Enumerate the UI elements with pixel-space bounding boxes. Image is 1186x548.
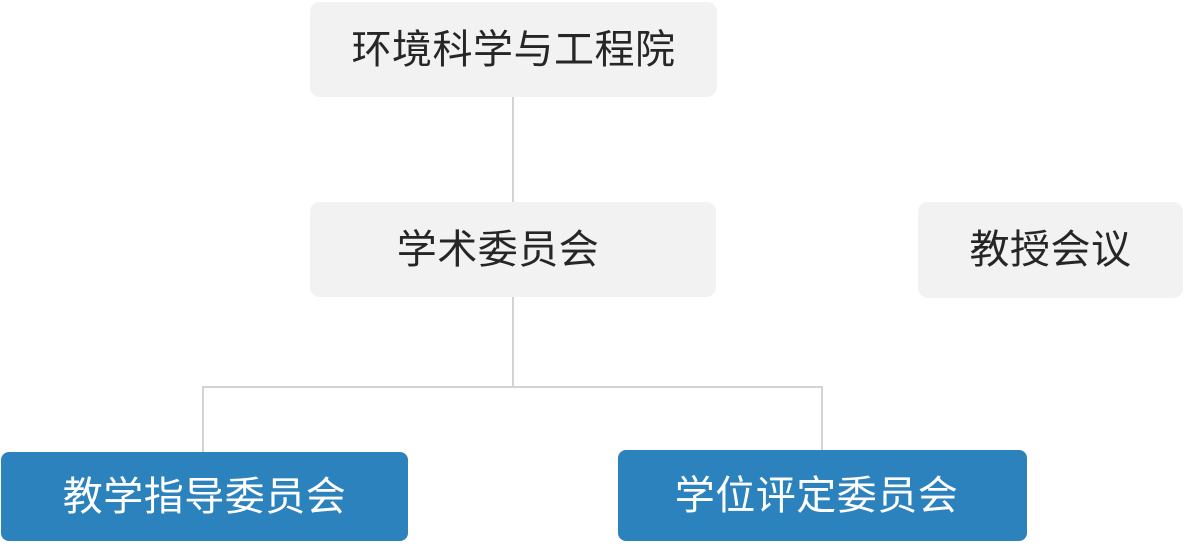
node-degree-evaluation-committee: 学位评定委员会	[618, 450, 1027, 541]
node-teaching-guidance-committee: 教学指导委员会	[1, 452, 408, 541]
node-professor-meeting: 教授会议	[918, 202, 1183, 298]
node-degree-evaluation-committee-label: 学位评定委员会	[674, 473, 959, 518]
node-institute: 环境科学与工程院	[310, 2, 717, 97]
connector-horizontal-rail	[202, 386, 823, 388]
connector-drop-to-degree	[821, 386, 823, 450]
node-academic-committee: 学术委员会	[310, 202, 716, 297]
connector-root-to-academic	[512, 97, 514, 202]
node-teaching-guidance-committee-label: 教学指导委员会	[62, 474, 347, 519]
connector-academic-trunk	[512, 297, 514, 386]
connector-drop-to-teaching	[202, 386, 204, 452]
node-professor-meeting-label: 教授会议	[969, 228, 1132, 272]
node-institute-label: 环境科学与工程院	[351, 27, 676, 72]
node-academic-committee-label: 学术委员会	[396, 227, 600, 272]
